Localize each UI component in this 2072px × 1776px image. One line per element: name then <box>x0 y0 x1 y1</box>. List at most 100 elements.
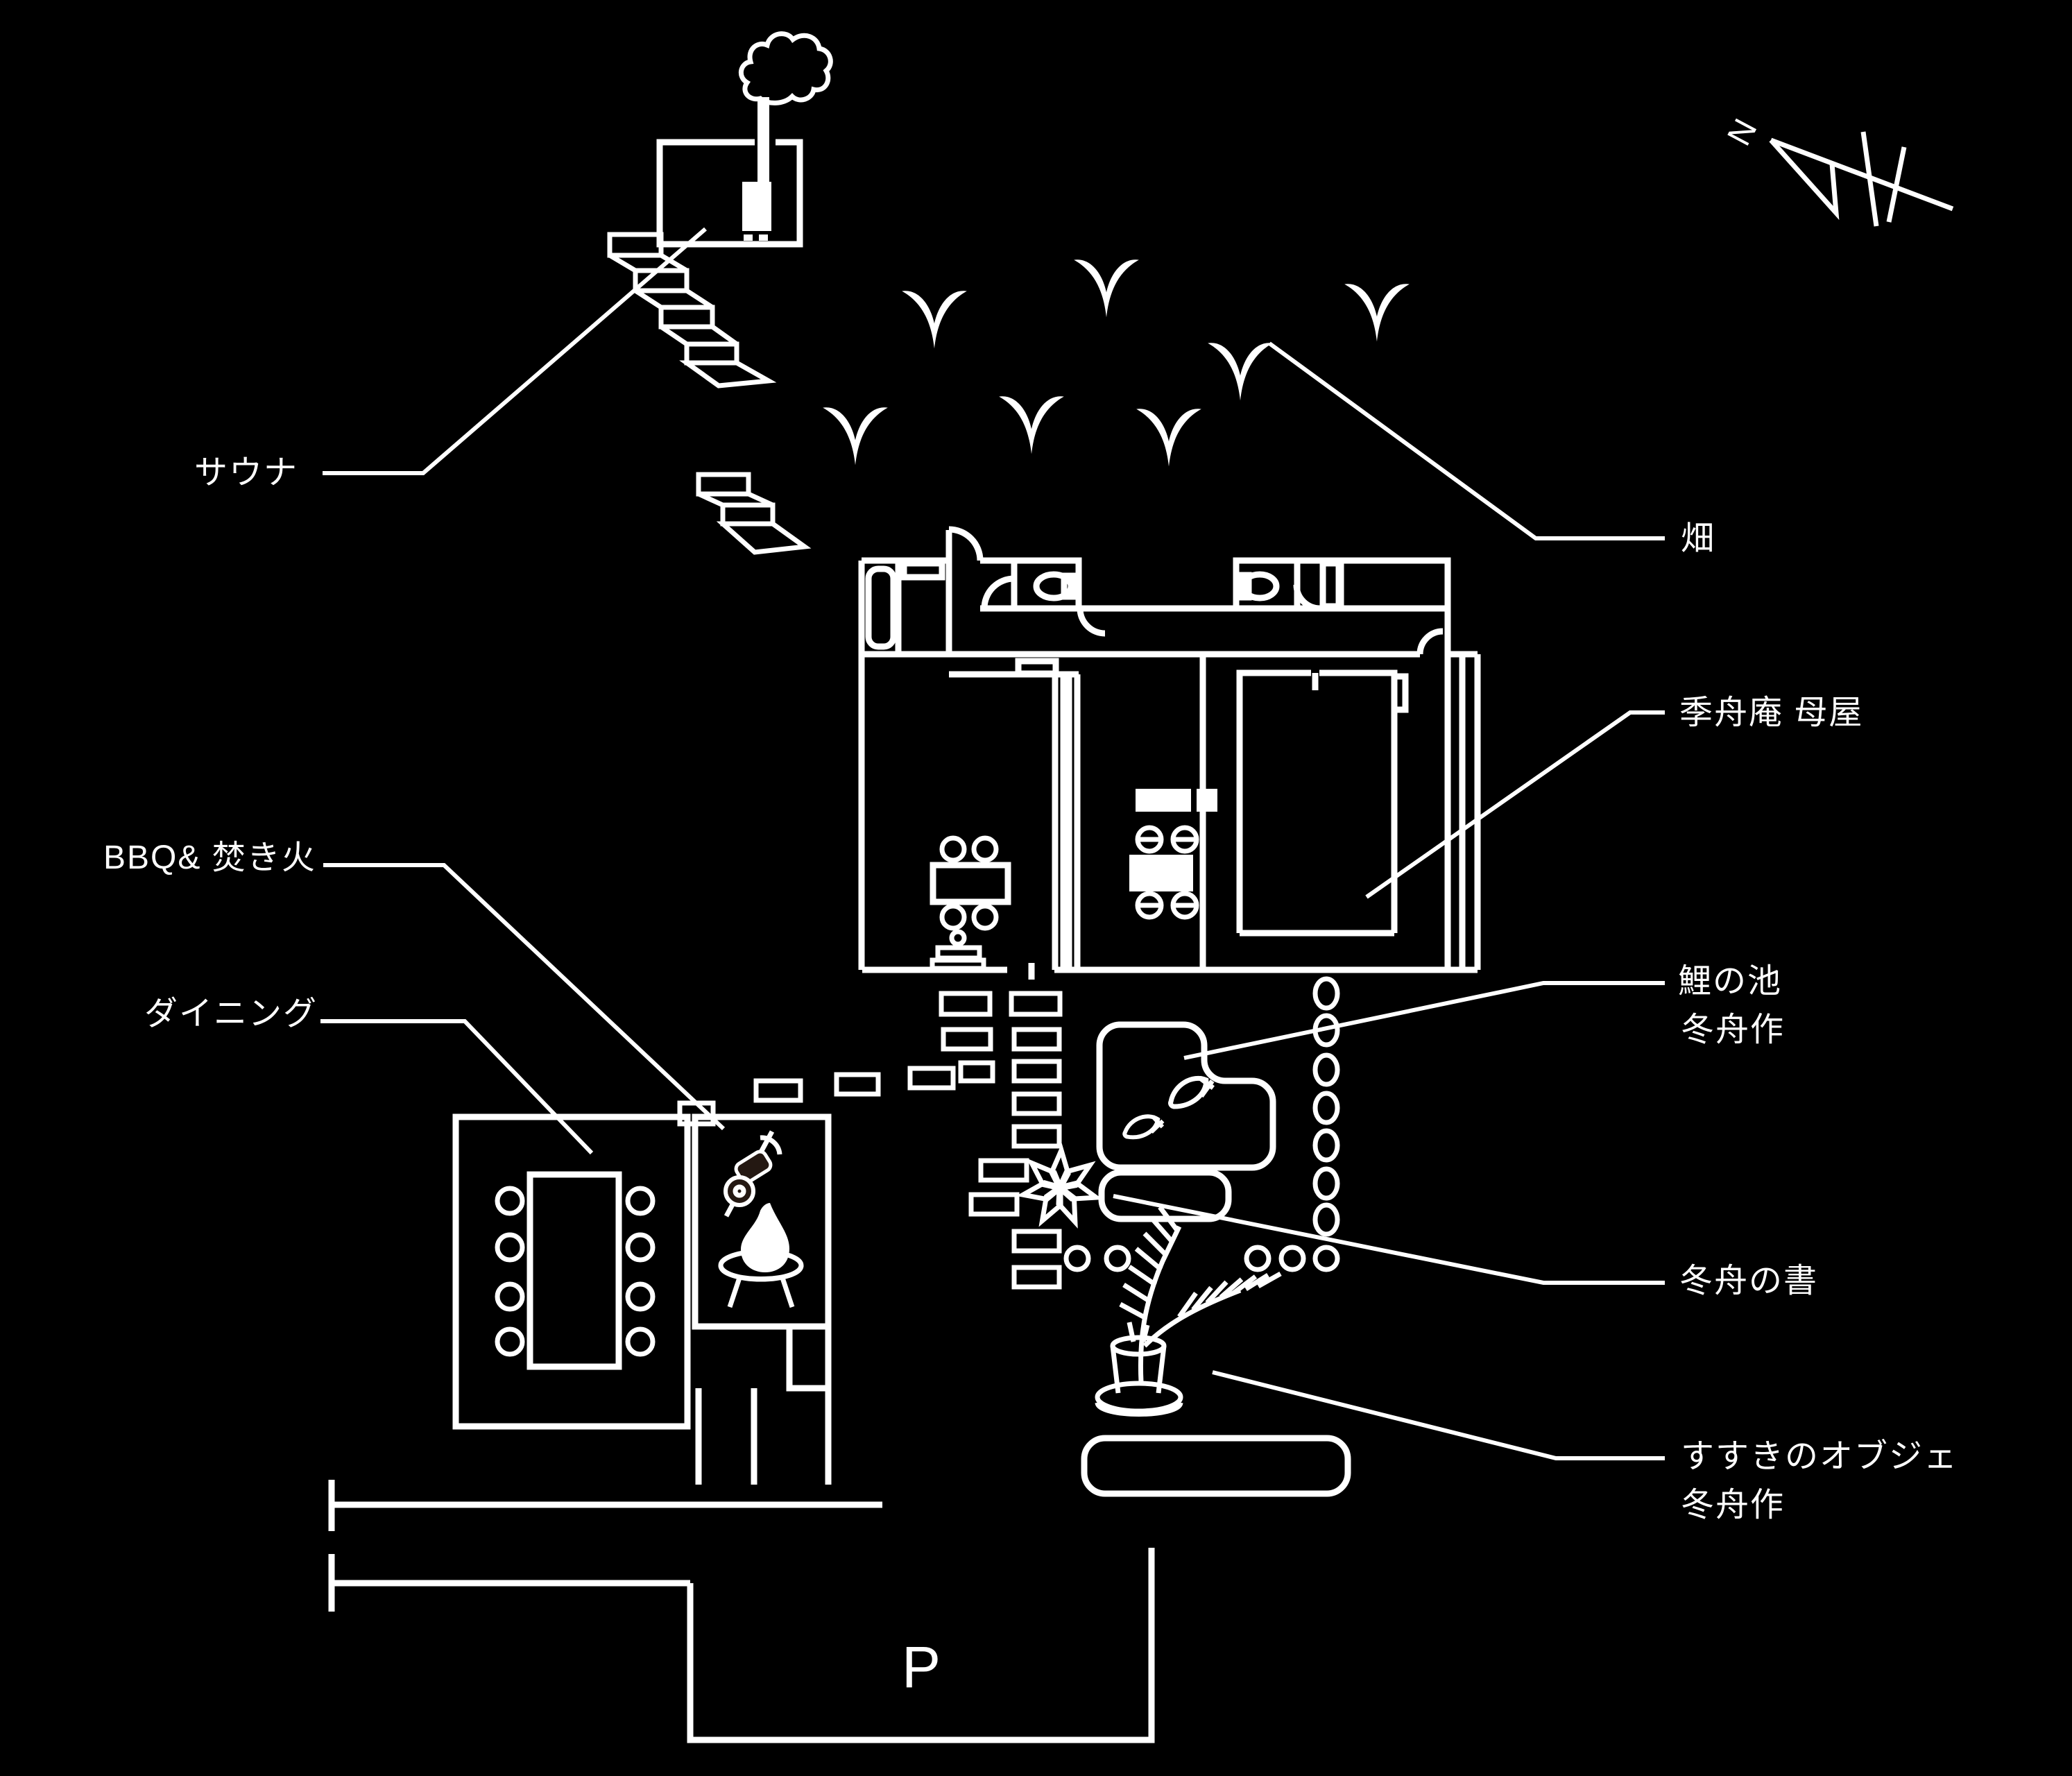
seedling-icon <box>999 396 1064 454</box>
chair-icon <box>971 835 999 863</box>
leader-sauna <box>323 227 707 475</box>
chair-icon <box>495 1186 525 1216</box>
campfire-icon <box>718 1203 804 1308</box>
door-arc-icon <box>1416 628 1444 655</box>
pampas-grass-icon <box>1095 1205 1282 1417</box>
stone-circle-icon <box>1312 976 1340 1011</box>
lectern-top <box>949 929 967 947</box>
stepping-stone-icon <box>978 1158 1029 1183</box>
main-house-plan <box>858 526 1481 980</box>
stepping-stone-icon <box>907 1066 956 1091</box>
stepping-stone-icon <box>941 1027 993 1052</box>
door-arc-icon <box>981 575 1015 609</box>
stepping-stone-icon <box>939 991 993 1017</box>
chair-icon <box>625 1281 656 1312</box>
leader-dining <box>320 1019 594 1155</box>
dining-room <box>452 1113 691 1430</box>
label-pampas-1: すすきのオブジェ <box>1681 1438 1958 1475</box>
stone-circle-icon <box>1312 1245 1340 1272</box>
chair-icon <box>625 1326 656 1357</box>
dining-table-icon <box>526 1171 622 1370</box>
stepping-stone-icon <box>1011 1124 1062 1149</box>
stone-circle-icon <box>1278 1245 1306 1272</box>
field-seedlings <box>823 259 1410 467</box>
stone-circle-icon <box>1312 1052 1340 1087</box>
chair-icon <box>625 1232 656 1263</box>
stepping-stone-icon <box>1011 1059 1062 1084</box>
stepping-stone-icon <box>1011 1091 1062 1116</box>
koi-pond <box>1096 1021 1276 1171</box>
seedling-icon <box>902 291 967 349</box>
stepping-stone-icon <box>1011 1027 1062 1052</box>
leader-pampas <box>1212 1370 1665 1460</box>
parking-label: P <box>902 1634 942 1700</box>
hall-chairs <box>939 835 999 931</box>
bbq-area <box>692 1113 832 1485</box>
door-arc-icon <box>1293 584 1321 612</box>
stepping-stone-icon <box>834 1072 881 1097</box>
seedling-icon <box>1136 409 1201 467</box>
window <box>1015 658 1059 677</box>
calligraphy-stone <box>1098 1169 1232 1222</box>
stepping-stone-icon <box>968 1192 1020 1217</box>
leader-lines <box>320 227 1665 1460</box>
lectern <box>935 945 982 961</box>
seedling-icon <box>823 407 888 466</box>
low-table-icon <box>1129 855 1193 891</box>
sauna-stairs-upper <box>607 232 777 388</box>
leader-calligraphy <box>1113 1194 1665 1285</box>
leader-koi-pond <box>1183 981 1665 1060</box>
seedling-icon <box>1074 259 1139 318</box>
label-main-house: 季舟庵 母屋 <box>1679 694 1863 731</box>
label-koi-pond-1: 鯉の池 <box>1678 963 1782 1000</box>
labels: サウナ 畑 季舟庵 母屋 鯉の池 冬舟作 冬舟の書 すすきのオブジェ 冬舟作 B… <box>103 454 1958 1523</box>
cistern <box>1319 560 1342 610</box>
koi-fish-icon <box>1122 1114 1165 1140</box>
counter <box>1136 789 1217 812</box>
door-arc-icon <box>1077 608 1106 637</box>
smoke-icon <box>738 31 833 105</box>
leader-main-house <box>1365 710 1665 899</box>
seedling-icon <box>1344 284 1410 342</box>
chair-icon <box>495 1281 525 1312</box>
tokonoma <box>1391 673 1409 713</box>
door-arc-icon <box>948 526 984 561</box>
parking-area: P <box>328 1480 1155 1743</box>
stepping-stone-icon <box>1011 1229 1062 1254</box>
stone-circle-icon <box>1244 1245 1272 1272</box>
lectern-base <box>930 957 986 971</box>
toilet-icon <box>1240 571 1280 601</box>
label-sauna: サウナ <box>194 454 298 491</box>
chair-icon <box>939 835 967 863</box>
chair-icon <box>495 1326 525 1357</box>
stone-circle-icon <box>1063 1245 1091 1272</box>
chair-icon <box>971 903 999 931</box>
label-field: 畑 <box>1681 520 1715 557</box>
chimney-stove-icon <box>742 97 771 241</box>
stone-column <box>1312 976 1340 1237</box>
leader-field <box>1268 341 1665 540</box>
marshmallow-skewer-icon <box>724 1130 782 1218</box>
koi-fish-icon <box>1168 1075 1215 1109</box>
stepping-stone-icon <box>1009 991 1063 1017</box>
chair-icon <box>625 1186 656 1216</box>
leader-bbq <box>323 863 726 1131</box>
label-dining: ダイニング <box>144 996 318 1032</box>
north-arrow-icon: N <box>1721 112 1954 227</box>
stone-circle-icon <box>1312 1202 1340 1237</box>
chair-icon <box>495 1232 525 1263</box>
label-koi-pond-2: 冬舟作 <box>1681 1011 1785 1048</box>
stepping-stones <box>677 991 1063 1290</box>
dining-table-icon <box>930 862 1011 905</box>
bathtub-icon <box>865 565 897 650</box>
stone-circle-icon <box>1312 1166 1340 1201</box>
label-pampas-2: 冬舟作 <box>1681 1487 1785 1523</box>
stools <box>1135 825 1199 920</box>
counter-slit <box>1191 789 1197 812</box>
pinwheel-object-icon <box>1016 1143 1103 1229</box>
chair-icon <box>939 903 967 931</box>
sauna-building <box>656 139 803 248</box>
stepping-stone-icon <box>958 1060 995 1084</box>
